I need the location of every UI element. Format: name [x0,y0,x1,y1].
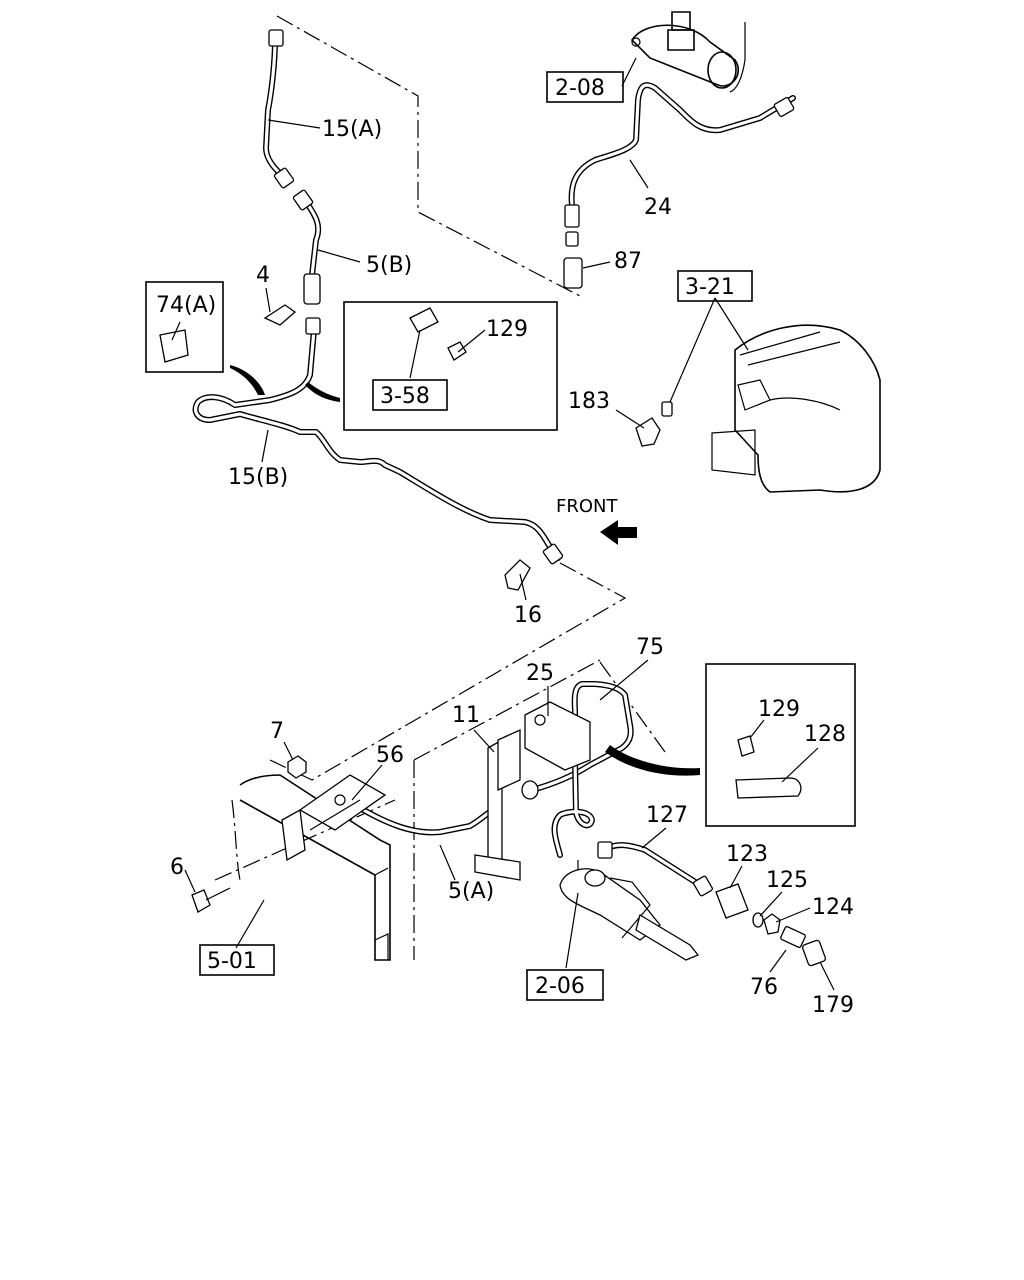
inset-boxes [145,281,856,827]
ref-box-2-06 [526,969,604,1001]
label-125: 125 [766,868,808,893]
label-127: 127 [646,803,688,828]
ref-box-5-01 [199,944,275,976]
label-7: 7 [270,719,284,744]
booster-assembly [711,324,881,493]
label-128: 128 [804,722,846,747]
label-5b: 5(B) [366,253,412,278]
label-24: 24 [644,195,672,220]
label-56: 56 [376,743,404,768]
fittings [191,29,827,967]
callout-pointers [230,365,700,776]
ref-box-3-58 [372,379,448,411]
label-183: 183 [568,389,610,414]
label-4: 4 [256,263,270,288]
label-15b: 15(B) [228,465,288,490]
label-25: 25 [526,661,554,686]
label-11: 11 [452,703,480,728]
leader-lines [171,57,835,991]
inset-3-58 [343,301,558,431]
label-front: FRONT [556,496,618,517]
part-labels: 15(A) 24 5(B) 87 4 74(A) 129 183 15(B) F… [156,117,854,1018]
label-87: 87 [614,249,642,274]
inset-128 [705,663,856,827]
ref-box-3-21 [677,270,753,302]
label-6: 6 [170,855,184,880]
inset-74a [145,281,224,373]
ref-5-01: 5-01 [207,949,257,974]
label-129-top: 129 [486,317,528,342]
slave-cylinder-assembly [559,868,700,961]
ref-box-2-08 [546,71,624,103]
master-cylinder-assembly [630,11,746,93]
ref-3-58: 3-58 [380,384,430,409]
label-129-bot: 129 [758,697,800,722]
label-16: 16 [514,603,542,628]
pipes [192,37,796,888]
ref-3-21: 3-21 [685,275,735,300]
label-15a: 15(A) [322,117,382,142]
label-75: 75 [636,635,664,660]
ref-2-08: 2-08 [555,76,605,101]
label-179: 179 [812,993,854,1018]
label-123: 123 [726,842,768,867]
label-74a: 74(A) [156,293,216,318]
label-5a: 5(A) [448,879,494,904]
ref-2-06: 2-06 [535,974,585,999]
label-76: 76 [750,975,778,1000]
reference-boxes: 2-08 3-21 3-58 5-01 2-06 [199,71,753,1001]
label-124: 124 [812,895,854,920]
brackets [159,307,802,961]
